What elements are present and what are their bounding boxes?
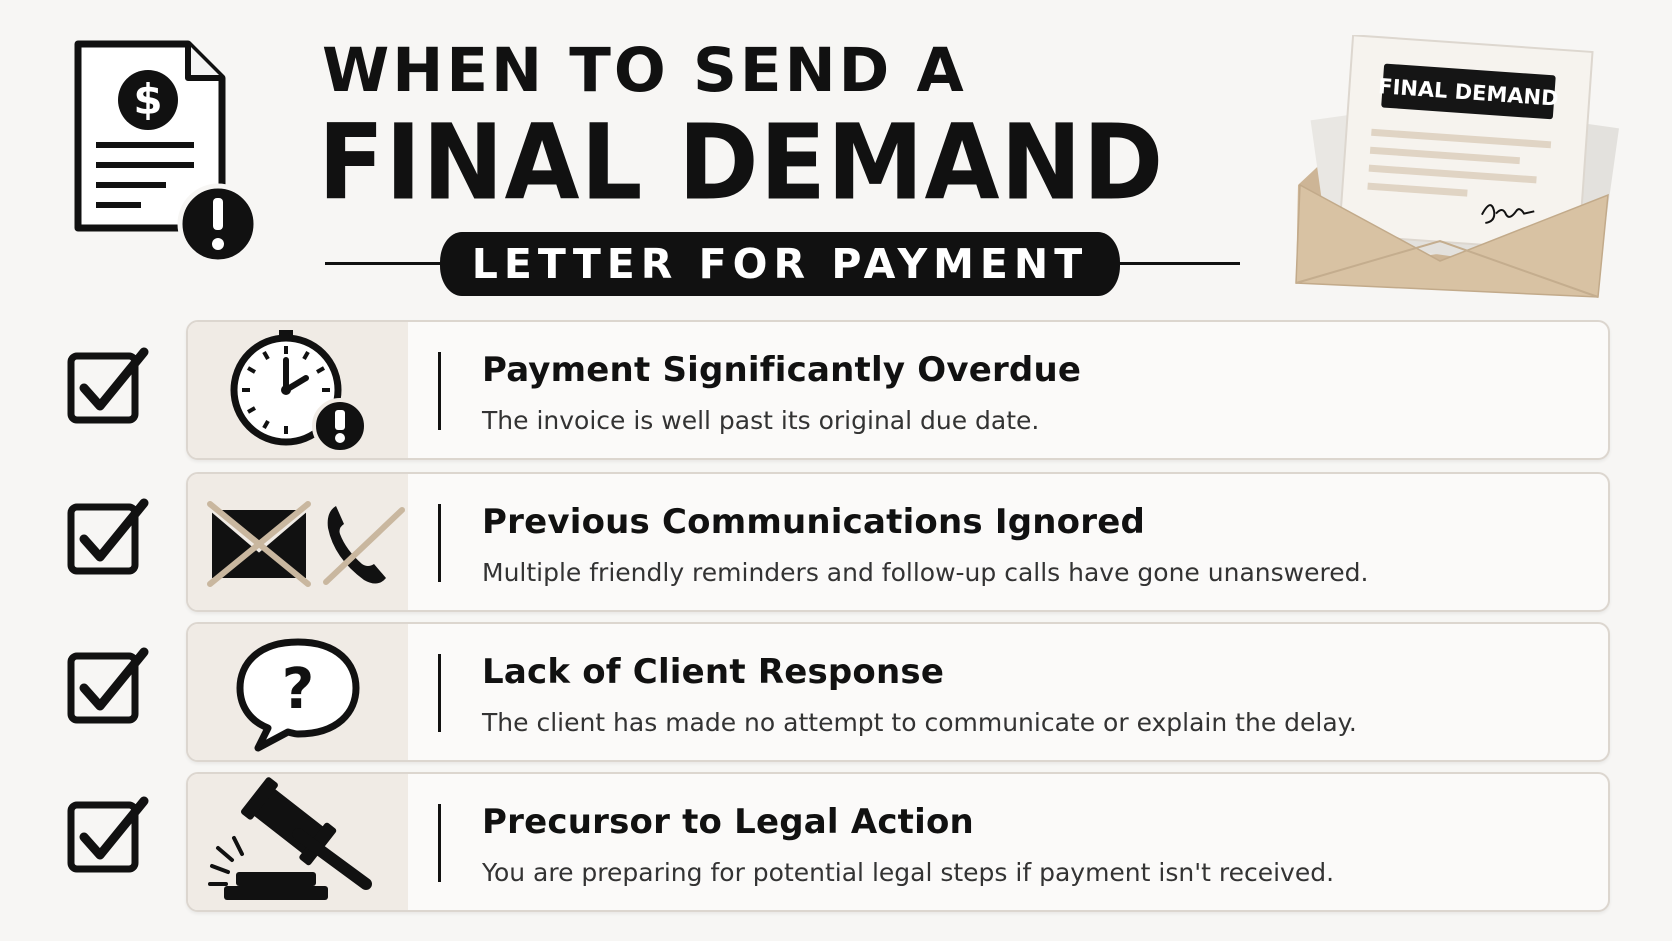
dollar-sign: $ <box>133 75 162 124</box>
checkbox-checked-icon <box>66 497 150 581</box>
list-item: Previous Communications Ignored Multiple… <box>186 472 1610 612</box>
list-item: Precursor to Legal Action You are prepar… <box>186 772 1610 912</box>
question-bubble-icon: ? <box>236 638 360 752</box>
row-icon-area: ? <box>188 624 408 760</box>
page-title: FINAL DEMAND <box>318 101 1165 224</box>
crossed-phone-icon <box>323 506 405 585</box>
row-icon-area <box>188 774 408 910</box>
envelope-letter-icon: FINAL DEMAND <box>1290 34 1630 325</box>
list-item: Payment Significantly Overdue The invoic… <box>186 320 1610 460</box>
row-divider <box>438 804 441 882</box>
exclamation-icon <box>177 183 259 265</box>
item-description: You are preparing for potential legal st… <box>482 858 1335 887</box>
row-icon-area <box>188 322 408 458</box>
gavel-icon <box>208 777 372 900</box>
row-divider <box>438 504 441 582</box>
subtitle: LETTER FOR PAYMENT <box>471 240 1089 288</box>
item-description: Multiple friendly reminders and follow-u… <box>482 558 1369 587</box>
checkbox-checked-icon <box>66 795 150 879</box>
banner-rule-right <box>1115 262 1240 265</box>
banner-rule-left <box>325 262 445 265</box>
clock-alert-icon <box>230 330 368 454</box>
list-item: ? Lack of Client Response The client has… <box>186 622 1610 762</box>
invoice-document-icon: $ <box>70 38 260 268</box>
item-title: Precursor to Legal Action <box>482 802 974 842</box>
subtitle-banner: LETTER FOR PAYMENT <box>440 232 1120 296</box>
checkbox-checked-icon <box>66 346 150 430</box>
item-title: Previous Communications Ignored <box>482 502 1145 542</box>
row-icon-area <box>188 474 408 610</box>
row-divider <box>438 654 441 732</box>
item-title: Lack of Client Response <box>482 652 945 692</box>
svg-text:?: ? <box>282 657 314 722</box>
crossed-mail-phone-icon <box>207 501 405 587</box>
item-description: The client has made no attempt to commun… <box>482 708 1357 737</box>
title-line-1: WHEN TO SEND A <box>322 35 967 106</box>
crossed-mail-icon <box>207 501 311 587</box>
checkbox-checked-icon <box>66 646 150 730</box>
item-title: Payment Significantly Overdue <box>482 350 1082 390</box>
row-divider <box>438 352 441 430</box>
item-description: The invoice is well past its original du… <box>482 406 1040 435</box>
